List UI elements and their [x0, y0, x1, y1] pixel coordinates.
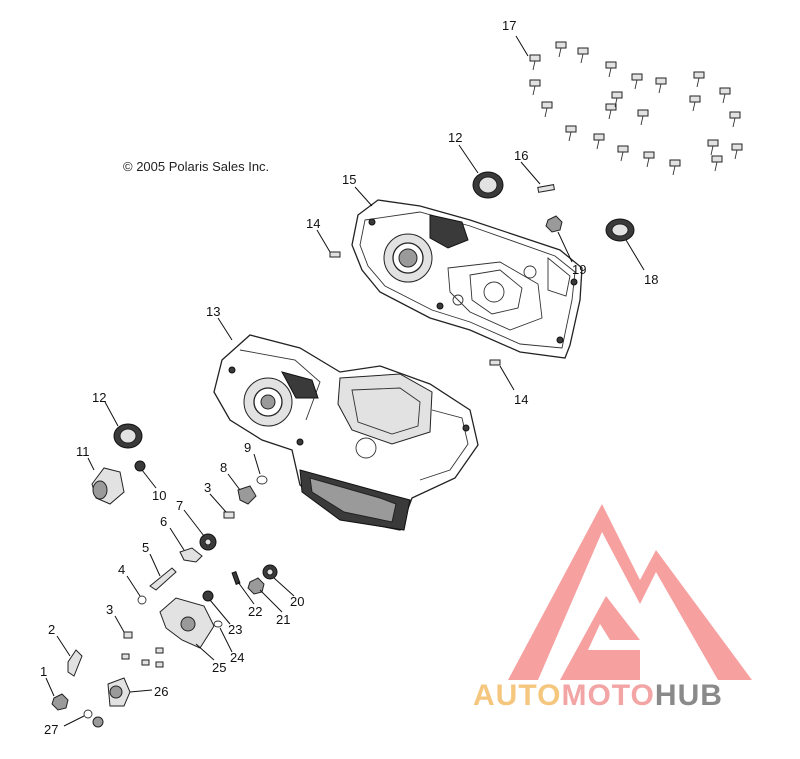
callout-9: 9	[244, 440, 251, 455]
callout-7: 7	[176, 498, 183, 513]
dowel-14-lower	[489, 359, 501, 366]
callout-16: 16	[514, 148, 528, 163]
bolt-3-upper	[223, 511, 235, 519]
callout-12: 12	[92, 390, 106, 405]
watermark-moto: MOTO	[561, 679, 655, 712]
callout-21: 21	[276, 612, 290, 627]
gear-20	[262, 564, 278, 580]
watermark-text: AUTOMOTOHUB	[473, 679, 723, 713]
oring-24	[213, 620, 223, 628]
callout-22: 22	[248, 604, 262, 619]
oring-9	[256, 475, 268, 485]
seal-12-lower	[113, 423, 143, 449]
callout-12: 12	[448, 130, 462, 145]
callout-13: 13	[206, 304, 220, 319]
dowel-14-upper	[329, 251, 341, 258]
fitting-8	[237, 485, 257, 505]
crankcase-lower-half	[213, 334, 479, 531]
callout-14: 14	[306, 216, 320, 231]
cover-25	[159, 597, 215, 649]
dowel-pin-16	[537, 184, 555, 193]
callout-19: 19	[572, 262, 586, 277]
callout-14: 14	[514, 392, 528, 407]
watermark-logo	[508, 504, 752, 680]
callout-20: 20	[290, 594, 304, 609]
callout-24: 24	[230, 650, 244, 665]
copyright-notice: © 2005 Polaris Sales Inc.	[123, 159, 270, 174]
gear-7	[199, 533, 217, 551]
callout-3: 3	[106, 602, 113, 617]
callout-15: 15	[342, 172, 356, 187]
bracket-6	[179, 547, 203, 563]
callout-6: 6	[160, 514, 167, 529]
callout-11: 11	[76, 444, 90, 459]
watermark-auto: AUTO	[473, 679, 562, 712]
callout-labels: 17 12 16 15 14 19 18 14 13 12 11 10 9 8 …	[40, 18, 658, 737]
callout-10: 10	[152, 488, 166, 503]
leader-lines	[45, 35, 645, 727]
plug-10	[134, 460, 146, 472]
sensor-23	[202, 590, 214, 602]
callout-5: 5	[142, 540, 149, 555]
pin-22	[231, 571, 241, 585]
callout-2: 2	[48, 622, 55, 637]
watermark-hub: HUB	[654, 679, 723, 712]
callout-23: 23	[228, 622, 242, 637]
bracket-2	[67, 649, 83, 677]
seal-12-upper	[472, 171, 504, 199]
part-11	[91, 467, 125, 505]
callout-27: 27	[44, 722, 58, 737]
shaft-5	[149, 567, 177, 591]
housing-26	[107, 677, 131, 707]
bolt-3-lower	[123, 631, 133, 639]
callout-25: 25	[212, 660, 226, 675]
small-bolts	[121, 647, 164, 668]
callout-26: 26	[154, 684, 168, 699]
callout-8: 8	[220, 460, 227, 475]
washer-4	[137, 595, 147, 605]
callout-17: 17	[502, 18, 516, 33]
callout-1: 1	[40, 664, 47, 679]
callout-3: 3	[204, 480, 211, 495]
nut-19	[545, 215, 563, 233]
crankcase-upper-half	[351, 199, 583, 359]
callout-4: 4	[118, 562, 125, 577]
nut-1	[51, 693, 69, 711]
seal-18	[605, 218, 635, 242]
bolt-group	[529, 41, 743, 176]
fitting-27	[83, 709, 104, 728]
callout-18: 18	[644, 272, 658, 287]
